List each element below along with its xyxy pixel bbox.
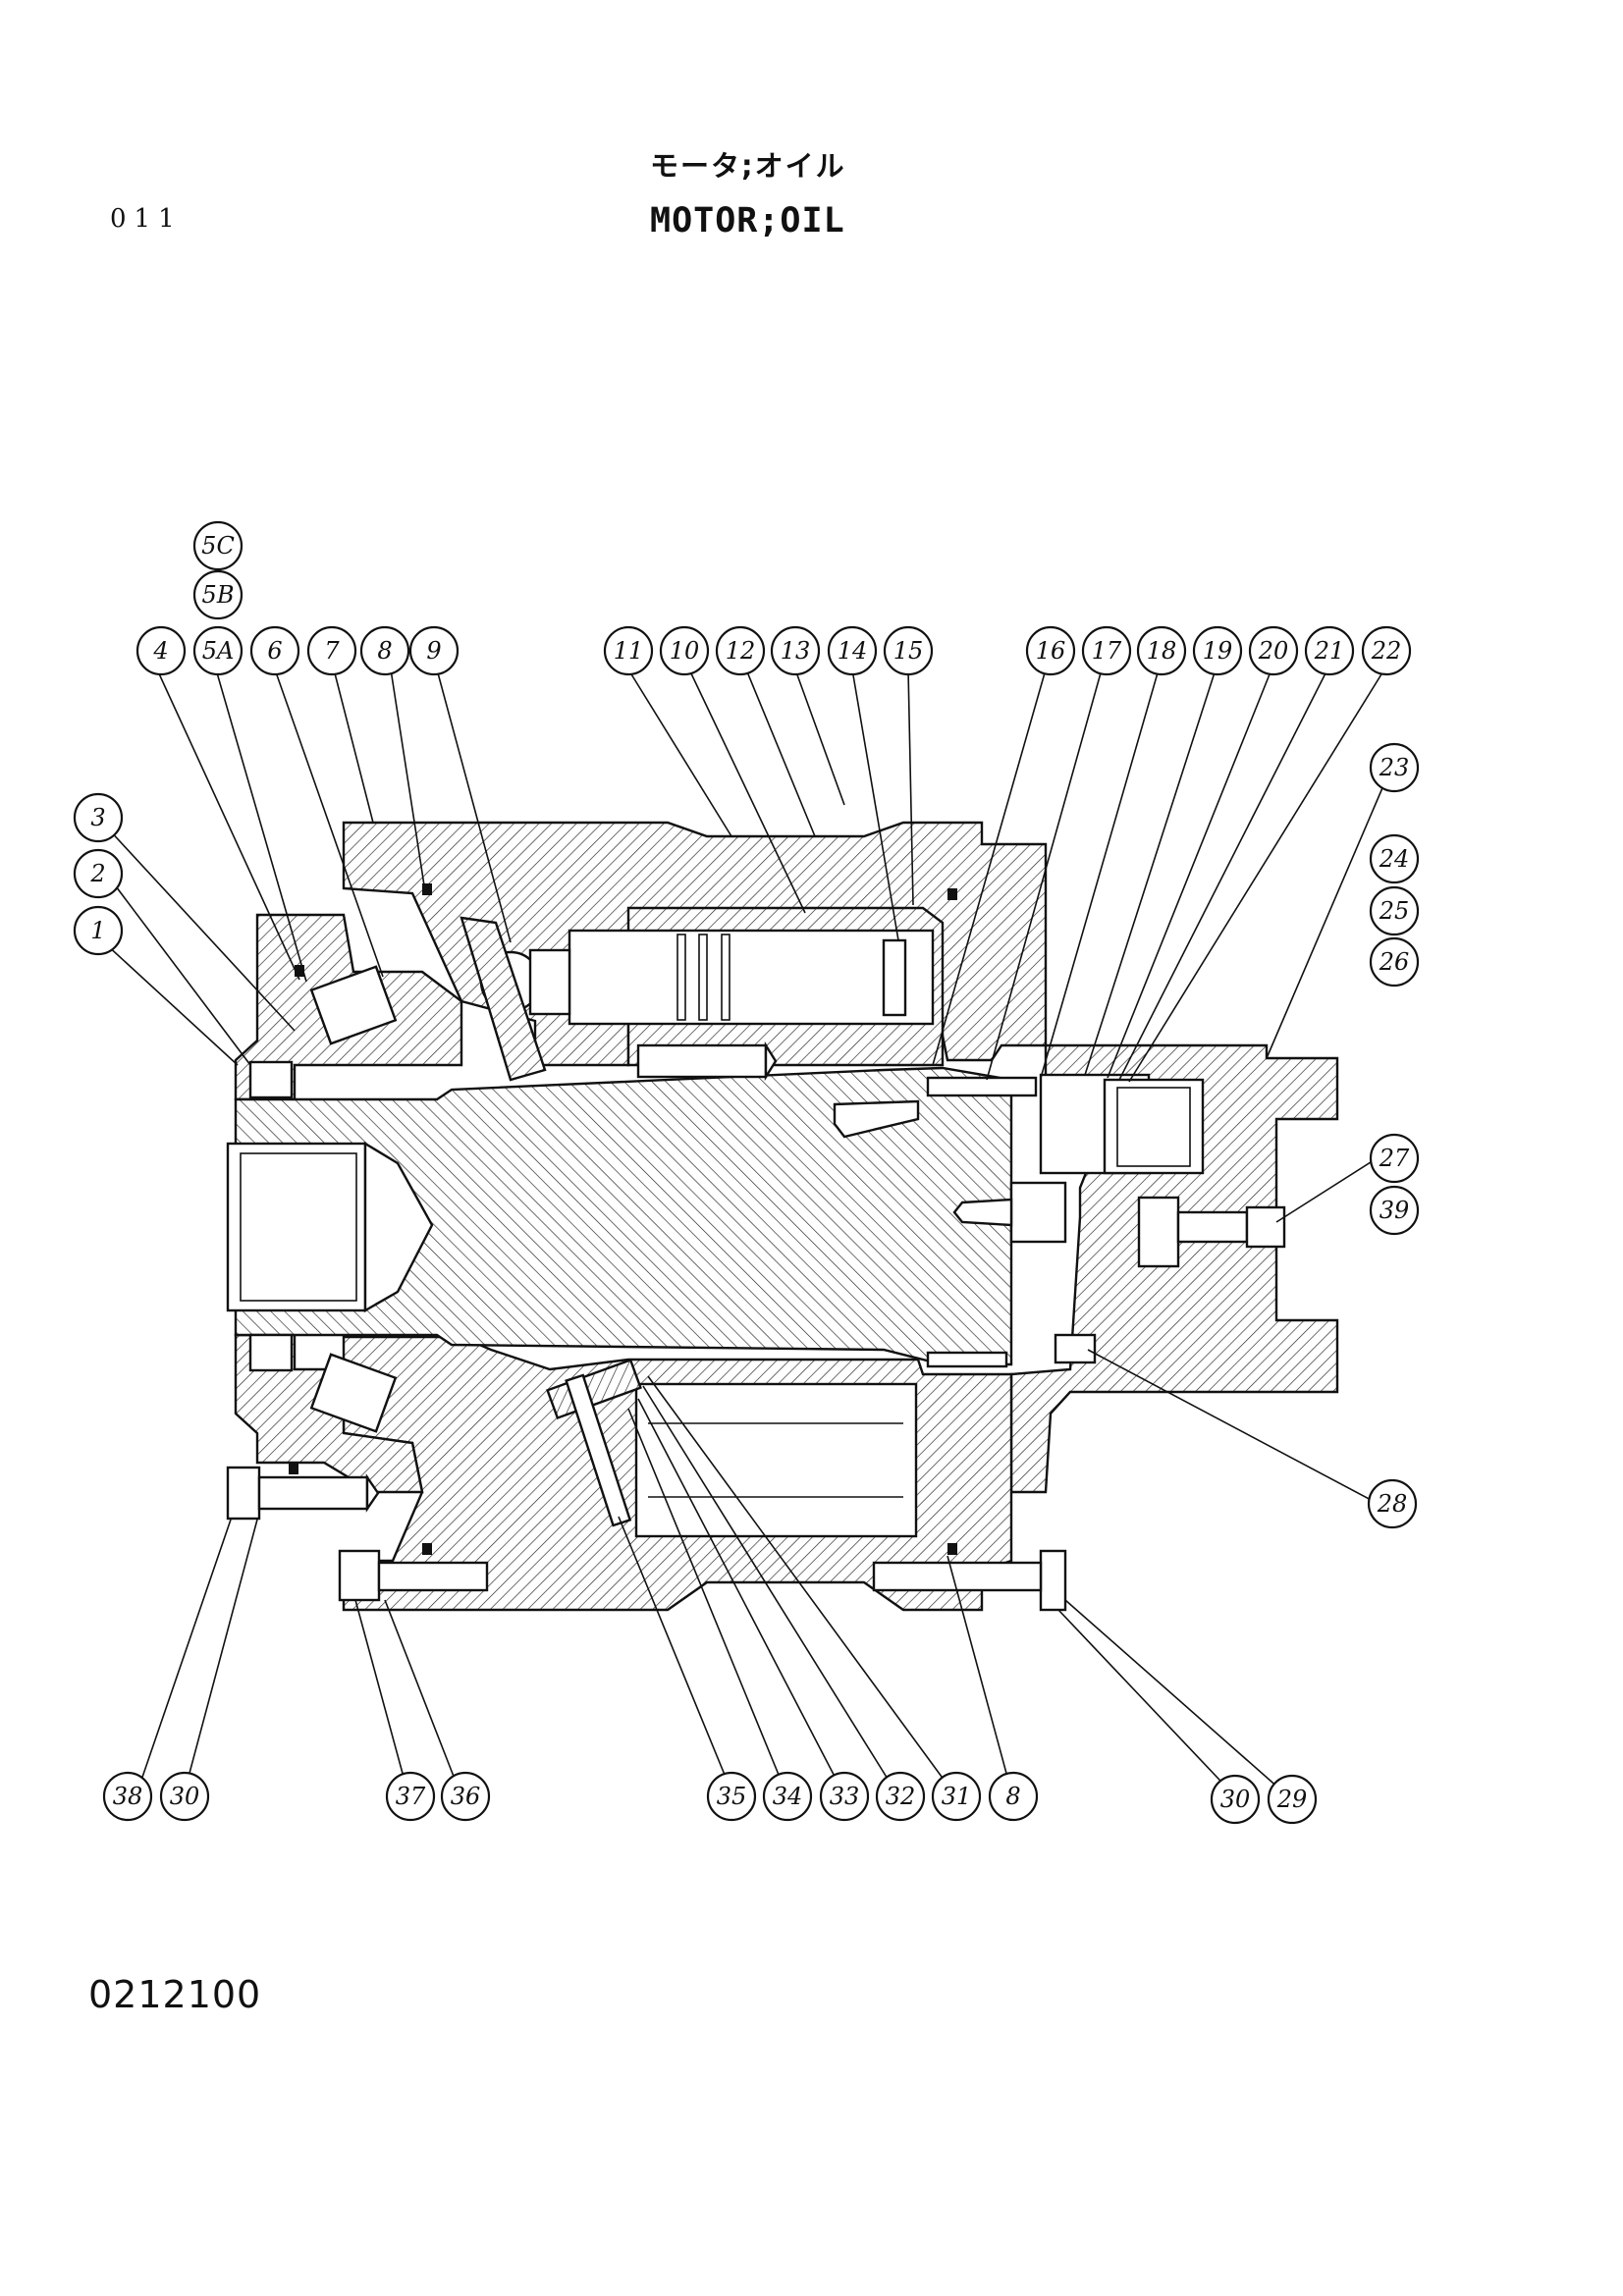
- svg-text:14: 14: [838, 637, 868, 665]
- svg-text:7: 7: [324, 637, 340, 665]
- svg-text:11: 11: [614, 637, 644, 665]
- svg-text:3: 3: [90, 804, 105, 831]
- svg-text:36: 36: [451, 1783, 481, 1810]
- part-callout-18: 18: [1136, 625, 1187, 676]
- part-callout-12: 12: [715, 625, 766, 676]
- part-callout-15: 15: [883, 625, 934, 676]
- svg-text:1: 1: [90, 917, 105, 944]
- part-callout-27: 27: [1369, 1133, 1420, 1184]
- part-callout-22: 22: [1361, 625, 1412, 676]
- part-callout-10: 10: [659, 625, 710, 676]
- roller-bearings: [248, 965, 398, 1433]
- part-callout-39: 39: [1369, 1185, 1420, 1236]
- part-callout-19: 19: [1192, 625, 1243, 676]
- valve-assembly: [833, 1073, 1286, 1368]
- svg-text:32: 32: [886, 1783, 916, 1810]
- title-english: MOTOR;OIL: [650, 201, 845, 240]
- svg-text:5B: 5B: [202, 581, 235, 609]
- svg-text:6: 6: [267, 637, 282, 665]
- lower-cylinder: [546, 1358, 918, 1538]
- part-callout-24: 24: [1369, 833, 1420, 884]
- part-callout-25: 25: [1369, 885, 1420, 936]
- svg-text:31: 31: [942, 1783, 972, 1810]
- svg-text:13: 13: [781, 637, 811, 665]
- part-callout-2: 2: [73, 848, 124, 899]
- part-callout-11: 11: [603, 625, 654, 676]
- svg-text:10: 10: [670, 637, 700, 665]
- part-callout-26: 26: [1369, 936, 1420, 988]
- part-callout-32: 32: [875, 1771, 926, 1822]
- svg-text:9: 9: [426, 637, 441, 665]
- svg-text:34: 34: [773, 1783, 803, 1810]
- leader-lines: [92, 668, 1385, 1797]
- part-callout-31: 31: [931, 1771, 982, 1822]
- svg-text:4: 4: [152, 637, 168, 665]
- part-callout-37: 37: [385, 1771, 436, 1822]
- svg-text:23: 23: [1379, 754, 1410, 781]
- svg-text:18: 18: [1147, 637, 1177, 665]
- part-callout-20: 20: [1248, 625, 1299, 676]
- svg-text:33: 33: [830, 1783, 860, 1810]
- svg-text:26: 26: [1379, 948, 1410, 976]
- part-callout-21: 21: [1304, 625, 1355, 676]
- part-callout-14: 14: [827, 625, 878, 676]
- part-callout-3: 3: [73, 792, 124, 843]
- svg-text:24: 24: [1379, 845, 1410, 873]
- part-callout-1: 1: [73, 905, 124, 956]
- part-callout-5C: 5C: [192, 520, 243, 571]
- svg-text:2: 2: [89, 860, 105, 887]
- drawing-code: 0212100: [88, 1973, 262, 2016]
- part-callout-36: 36: [440, 1771, 491, 1822]
- output-shaft: [226, 1066, 1013, 1366]
- part-callout-13: 13: [770, 625, 821, 676]
- part-callout-17: 17: [1081, 625, 1132, 676]
- part-callout-35: 35: [706, 1771, 757, 1822]
- svg-text:27: 27: [1379, 1145, 1410, 1172]
- part-callout-34: 34: [762, 1771, 813, 1822]
- part-callout-29: 29: [1267, 1774, 1318, 1825]
- bolts: [226, 1466, 1067, 1612]
- svg-text:29: 29: [1276, 1786, 1308, 1813]
- cylinder-block: [460, 906, 945, 1082]
- svg-text:16: 16: [1036, 637, 1066, 665]
- title-japanese: モータ;オイル: [650, 149, 846, 183]
- svg-text:19: 19: [1203, 637, 1233, 665]
- part-callout-6: 6: [249, 625, 300, 676]
- part-callout-33: 33: [819, 1771, 870, 1822]
- part-callout-8-lower: 8: [988, 1771, 1039, 1822]
- svg-text:20: 20: [1258, 637, 1289, 665]
- svg-text:5A: 5A: [202, 637, 235, 665]
- o-ring-seals: [289, 883, 957, 1555]
- part-callout-9: 9: [408, 625, 460, 676]
- part-callout-5A: 5A: [192, 625, 243, 676]
- part-callout-7: 7: [306, 625, 357, 676]
- svg-text:39: 39: [1380, 1197, 1410, 1224]
- svg-text:35: 35: [717, 1783, 747, 1810]
- part-callout-30: 30: [159, 1771, 210, 1822]
- svg-text:5C: 5C: [201, 532, 235, 560]
- svg-text:21: 21: [1314, 637, 1345, 665]
- part-callout-16: 16: [1025, 625, 1076, 676]
- svg-text:8: 8: [377, 637, 392, 665]
- svg-text:8: 8: [1005, 1783, 1020, 1810]
- part-callout-38: 38: [102, 1771, 153, 1822]
- part-callout-8: 8: [359, 625, 410, 676]
- part-callout-30-right: 30: [1210, 1774, 1261, 1825]
- part-callout-4: 4: [135, 625, 187, 676]
- svg-text:17: 17: [1092, 637, 1122, 665]
- svg-text:25: 25: [1379, 897, 1410, 925]
- svg-text:37: 37: [396, 1783, 426, 1810]
- part-callout-5B: 5B: [192, 569, 243, 620]
- svg-text:12: 12: [726, 637, 756, 665]
- part-callout-23: 23: [1369, 742, 1420, 793]
- svg-text:30: 30: [170, 1783, 200, 1810]
- page-number: 011: [110, 204, 183, 234]
- svg-text:30: 30: [1220, 1786, 1251, 1813]
- svg-text:28: 28: [1377, 1490, 1408, 1518]
- svg-text:38: 38: [113, 1783, 143, 1810]
- part-callout-28: 28: [1367, 1478, 1418, 1529]
- svg-text:22: 22: [1371, 637, 1402, 665]
- svg-text:15: 15: [893, 637, 924, 665]
